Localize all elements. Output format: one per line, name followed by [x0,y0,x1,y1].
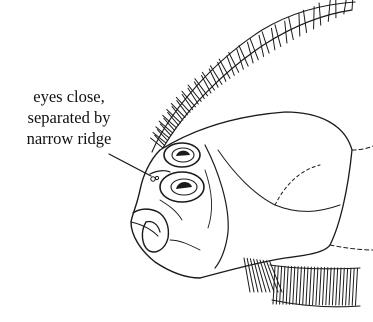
upper-eye-pupil [176,151,190,156]
dorsal-fin-ray [303,10,306,32]
dorsal-fin-edge [152,2,355,152]
anal-fin-ray [299,267,301,305]
anal-fin-ray [303,267,305,305]
anal-fin-ray [336,268,338,305]
anal-fin-ray [339,268,341,305]
anal-fin-ray [309,267,311,304]
gill-cover [205,145,228,268]
pectoral-line [218,150,340,211]
nostril-1 [151,177,155,181]
anal-fin-ray [319,267,321,304]
anal-fin-ray [283,266,285,304]
anal-fin-ray [346,268,348,305]
anal-fin-ray [356,269,358,306]
anal-fin-ray [326,268,328,305]
interorbital-ridge [150,171,170,174]
anal-fin-ray [280,266,282,304]
body-ventral-continuation [330,245,373,250]
anal-fin [273,266,358,305]
anal-fin-ray [293,267,295,305]
body-tail-edge [330,150,352,245]
lower-eye-pupil [176,182,192,189]
anal-fin-ray [349,268,351,305]
dorsal-fin-ray [319,3,321,25]
head-outline [131,150,200,278]
pectoral-fin-dashed [275,165,320,205]
anal-fin-ray [332,268,334,305]
cheek-line-1 [205,170,212,228]
anal-fin-ray [290,267,292,305]
pelvic-fin-ray [244,258,250,292]
dorsal-fin-ray [352,0,354,10]
anal-fin-ray [342,268,344,305]
dorsal-fin-ray [314,7,315,29]
anal-fin-ray [329,268,331,305]
anal-fin-ray [313,267,315,304]
anal-fin-ray [296,267,298,305]
dorsal-fin-ray [239,46,248,66]
body-dorsal-continuation [352,146,373,150]
dorsal-fin-base [163,10,352,148]
anal-fin-ray [286,266,288,304]
nostril-2 [155,176,158,179]
anal-fin-ray [316,267,318,304]
anal-fin-ray [352,268,354,305]
dorsal-fin-ray [328,0,330,21]
anal-fin-ray [306,267,308,305]
chin-line [170,240,200,250]
pelvic-fin-ray [247,258,254,292]
anal-fin-ray [276,266,278,304]
jaw-inner [146,221,160,232]
dorsal-fin [151,0,354,148]
pelvic-fin [244,258,282,292]
anal-fin-ray [323,268,325,305]
